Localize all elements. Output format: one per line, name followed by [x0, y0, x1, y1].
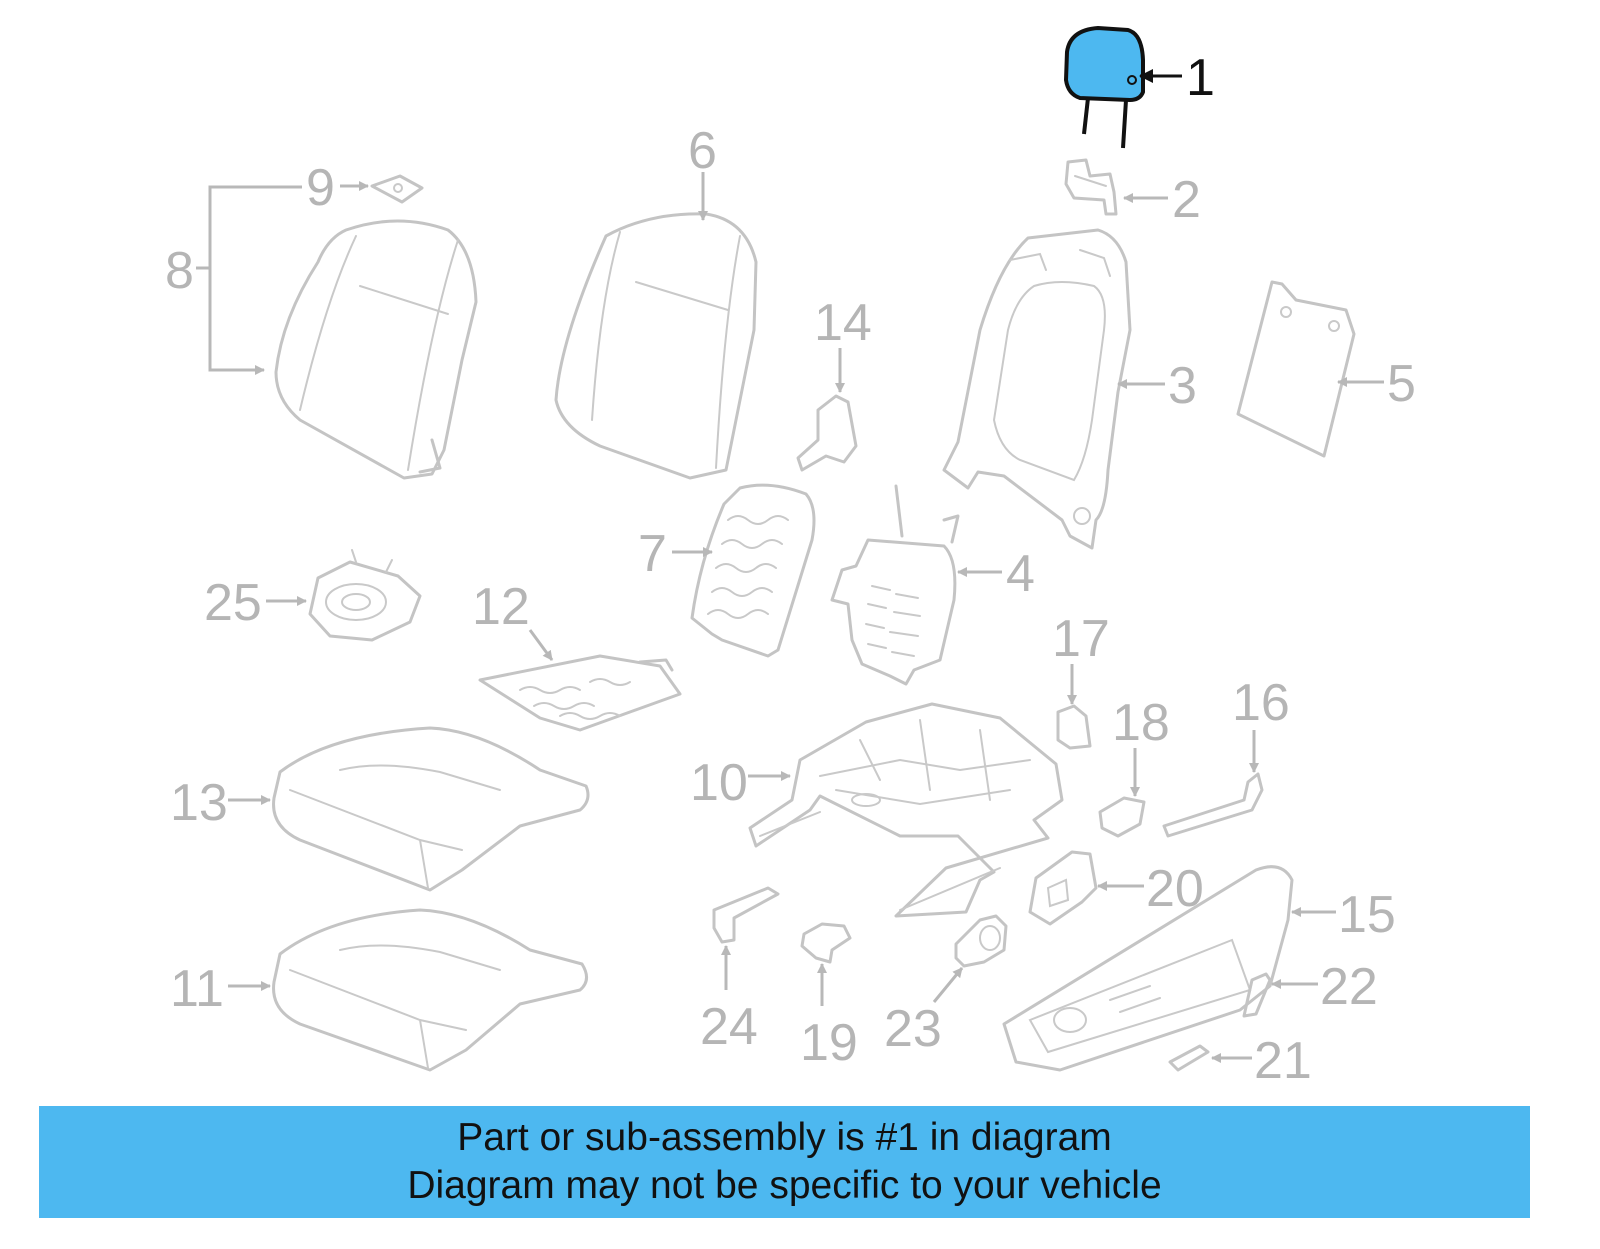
part-4-lumbar-support[interactable]: 4 — [830, 484, 1035, 686]
callout-22: 22 — [1320, 958, 1378, 1016]
callout-5: 5 — [1387, 355, 1416, 413]
callout-7: 7 — [638, 525, 667, 583]
callout-23: 23 — [884, 1000, 942, 1058]
part-10-seat-adjuster[interactable]: 10 — [690, 702, 1064, 918]
callout-24: 24 — [700, 998, 758, 1056]
callout-20: 20 — [1146, 860, 1204, 918]
info-banner: Part or sub-assembly is #1 in diagram Di… — [39, 1106, 1530, 1218]
part-6-seatback-cover[interactable]: 6 — [554, 122, 758, 480]
banner-line-2: Diagram may not be specific to your vehi… — [407, 1164, 1162, 1207]
callout-21: 21 — [1254, 1032, 1312, 1090]
callout-17: 17 — [1052, 610, 1110, 668]
part-14-bracket[interactable]: 14 — [796, 294, 872, 472]
callout-11: 11 — [170, 960, 224, 1018]
part-7-back-pad[interactable]: 7 — [638, 483, 816, 658]
callout-16: 16 — [1232, 674, 1290, 732]
callout-10: 10 — [690, 754, 748, 812]
callout-18: 18 — [1112, 694, 1170, 752]
part-9-clip[interactable]: 9 — [306, 159, 424, 217]
callout-19: 19 — [800, 1014, 858, 1072]
part-25-speaker[interactable]: 25 — [204, 549, 422, 642]
part-8-seatback-assembly[interactable]: 8 — [165, 185, 478, 480]
part-21-knob[interactable]: 21 — [1168, 1032, 1312, 1090]
headrest-body — [1064, 26, 1145, 102]
callout-6: 6 — [688, 122, 717, 180]
callout-15: 15 — [1338, 886, 1396, 944]
part-18-cover[interactable]: 18 — [1098, 694, 1170, 838]
part-17-clip[interactable]: 17 — [1052, 610, 1110, 750]
headrest-post-left — [1082, 97, 1090, 135]
part-16-lever[interactable]: 16 — [1162, 674, 1290, 838]
part-3-seatback-frame[interactable]: 3 — [942, 228, 1197, 550]
part-20-switch-unit[interactable]: 20 — [1028, 850, 1204, 926]
part-24-trim-cap[interactable]: 24 — [700, 886, 780, 1056]
part-12-heater-mat[interactable]: 12 — [472, 578, 682, 732]
part-19-cover[interactable]: 19 — [800, 922, 858, 1072]
part-5-back-panel[interactable]: 5 — [1236, 280, 1416, 458]
part-13-cushion-cover[interactable]: 13 — [170, 726, 590, 892]
part-23-motor[interactable]: 23 — [884, 914, 1008, 1058]
callout-13: 13 — [170, 774, 228, 832]
callout-2: 2 — [1172, 171, 1201, 229]
headrest-post-right — [1121, 99, 1128, 149]
part-1-headrest[interactable]: 1 — [1064, 26, 1215, 149]
callout-4: 4 — [1006, 545, 1035, 603]
callout-8: 8 — [165, 242, 194, 300]
callout-leader-23 — [932, 967, 964, 1003]
callout-1: 1 — [1186, 49, 1215, 107]
callout-12: 12 — [472, 578, 530, 636]
callout-leader-12 — [528, 629, 554, 661]
headrest-button-icon — [1127, 75, 1137, 85]
part-22-knob[interactable]: 22 — [1242, 958, 1378, 1018]
callout-3: 3 — [1168, 357, 1197, 415]
callout-14: 14 — [814, 294, 872, 352]
callout-9: 9 — [306, 159, 335, 217]
callout-25: 25 — [204, 574, 262, 632]
banner-line-1: Part or sub-assembly is #1 in diagram — [457, 1116, 1112, 1159]
part-2-headrest-guide[interactable]: 2 — [1064, 158, 1201, 229]
part-11-cushion-pad[interactable]: 11 — [170, 908, 588, 1072]
